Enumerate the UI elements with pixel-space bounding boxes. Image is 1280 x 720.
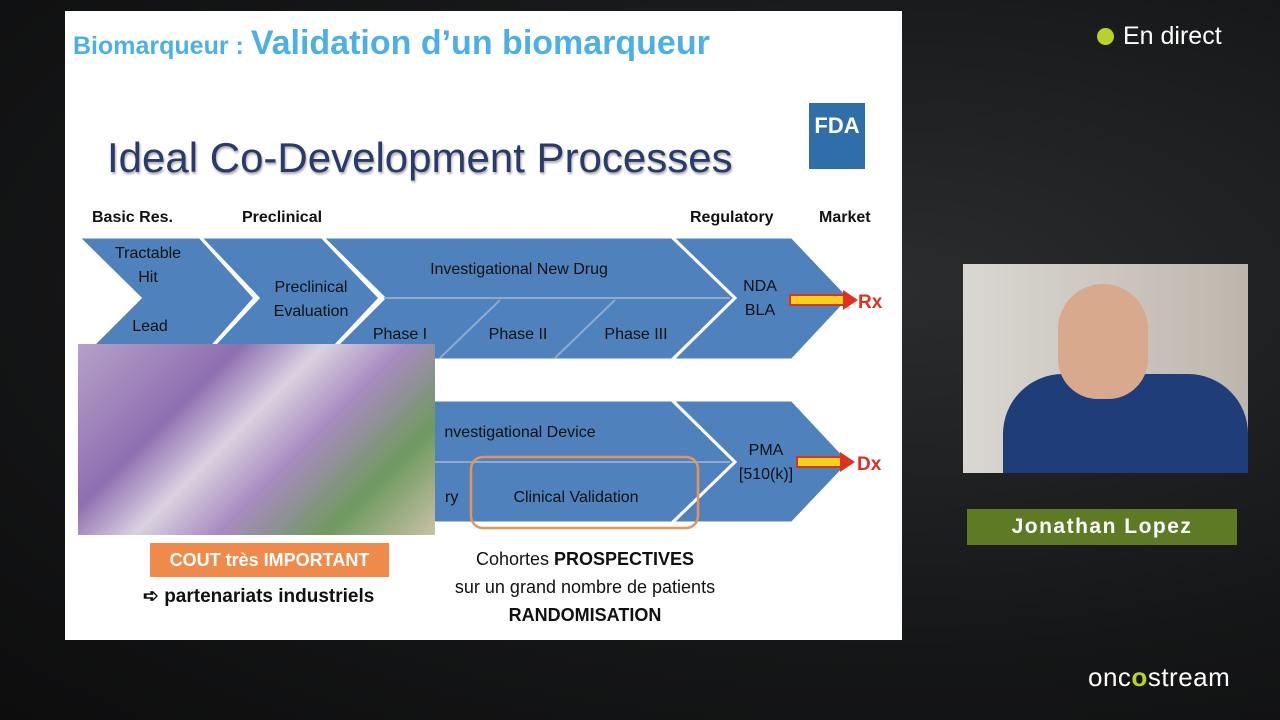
stage-basic-research: Basic Res. bbox=[92, 209, 173, 226]
label-tractable: Tractable bbox=[115, 245, 181, 262]
label-preclinical: Preclinical bbox=[275, 279, 348, 296]
speaker-head bbox=[1058, 284, 1148, 399]
stage-preclinical: Preclinical bbox=[242, 209, 323, 226]
partnerships-text: ➪ partenariats industriels bbox=[143, 585, 374, 608]
label-partial: ry bbox=[445, 489, 458, 506]
label-pma: PMA bbox=[749, 442, 784, 459]
label-phase-2: Phase II bbox=[489, 326, 548, 343]
cohort-line2: sur un grand nombre de patients bbox=[454, 577, 716, 597]
highlight-box bbox=[469, 455, 700, 530]
arrow-dx-icon bbox=[796, 452, 855, 472]
oncostream-logo: oncostream bbox=[1088, 662, 1230, 693]
label-nda: NDA bbox=[743, 278, 777, 295]
label-ind: Investigational New Drug bbox=[430, 261, 608, 278]
label-clinical-validation: Clinical Validation bbox=[513, 489, 638, 506]
cohort-line3: RANDOMISATION bbox=[508, 605, 662, 625]
money-image bbox=[78, 344, 435, 535]
stage-market: Market bbox=[819, 209, 871, 226]
label-evaluation: Evaluation bbox=[274, 303, 349, 320]
live-label: En direct bbox=[1123, 22, 1222, 50]
label-phase-3: Phase III bbox=[604, 326, 667, 343]
label-bla: BLA bbox=[745, 302, 776, 319]
chevron-pma bbox=[668, 398, 853, 525]
label-dx: Dx bbox=[857, 454, 882, 475]
title-main: Validation d’un biomarqueur bbox=[250, 24, 710, 62]
label-phase-1: Phase I bbox=[373, 326, 427, 343]
speaker-video bbox=[963, 264, 1248, 473]
logo-part-b: stream bbox=[1147, 662, 1231, 692]
cohort-text: Cohortes PROSPECTIVES sur un grand nombr… bbox=[420, 545, 750, 629]
slide-title: Biomarqueur : Validation d’un biomarqueu… bbox=[73, 24, 710, 63]
slide-subtitle: Ideal Co-Development Processes bbox=[107, 134, 733, 181]
cohort-line1: Cohortes bbox=[475, 549, 554, 569]
logo-part-a: onc bbox=[1088, 662, 1132, 692]
partnerships-label: partenariats industriels bbox=[164, 586, 375, 607]
label-rx: Rx bbox=[858, 292, 883, 313]
cost-badge: COUT très IMPORTANT bbox=[150, 543, 389, 577]
label-510k: [510(k)] bbox=[739, 466, 793, 483]
stage-regulatory: Regulatory bbox=[690, 209, 774, 226]
cohort-bold: PROSPECTIVES bbox=[554, 549, 695, 569]
speaker-name: Jonathan Lopez bbox=[967, 509, 1237, 545]
fda-logo: FDA bbox=[809, 103, 865, 169]
label-hit: Hit bbox=[138, 269, 158, 286]
live-dot-icon bbox=[1097, 28, 1114, 45]
logo-o: o bbox=[1131, 662, 1148, 692]
chevron-nda bbox=[668, 235, 853, 362]
arrow-rx-icon bbox=[789, 290, 858, 310]
live-indicator: En direct bbox=[1097, 22, 1222, 51]
arrow-icon: ➪ bbox=[143, 586, 159, 607]
label-lead: Lead bbox=[132, 318, 168, 335]
title-prefix: Biomarqueur : bbox=[73, 32, 244, 60]
label-ide: nvestigational Device bbox=[444, 424, 595, 441]
